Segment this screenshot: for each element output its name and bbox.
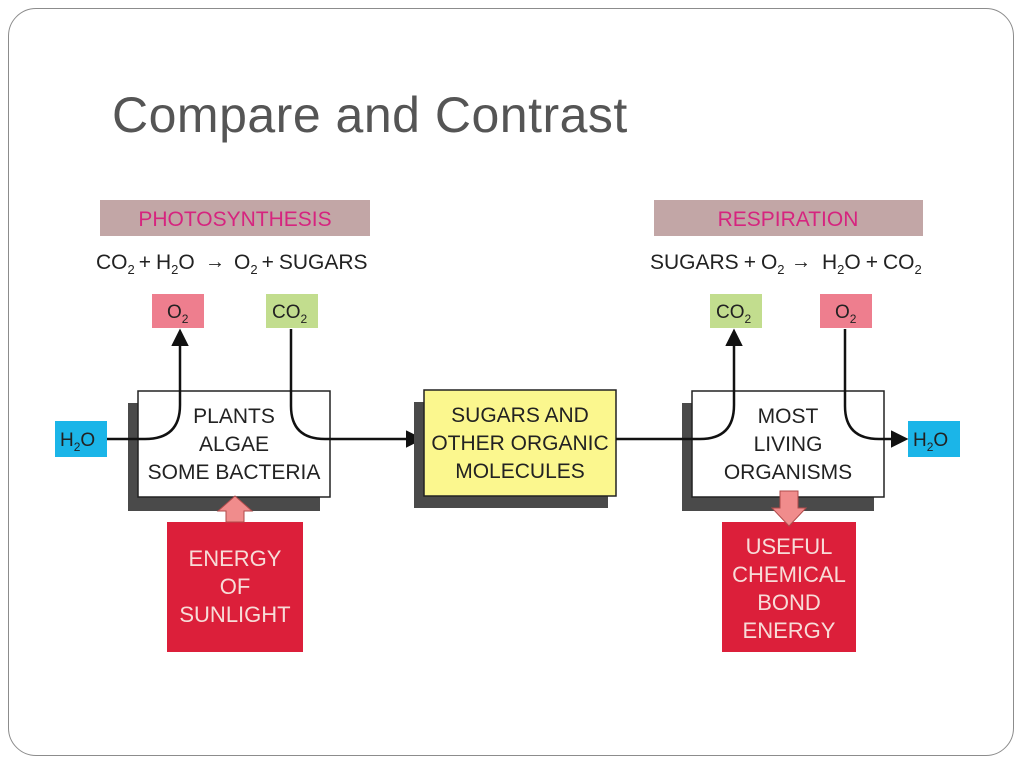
photo-co2-box	[266, 294, 318, 328]
plants-box	[137, 390, 331, 498]
respiration-header: RESPIRATION	[718, 208, 859, 231]
plants-label: PLANTS ALGAE SOME BACTERIA	[148, 405, 321, 484]
svg-text:SUGARS AND: SUGARS AND	[451, 404, 589, 427]
photosynthesis-header: PHOTOSYNTHESIS	[138, 208, 331, 231]
svg-text:MOST: MOST	[758, 405, 819, 428]
sunlight-energy-box	[167, 522, 303, 652]
resp-h2o-box	[908, 421, 960, 457]
svg-text:SUNLIGHT: SUNLIGHT	[179, 602, 290, 627]
svg-text:SUGARS+O2: SUGARS+O2	[650, 251, 785, 277]
svg-text:OF: OF	[220, 574, 251, 599]
svg-text:PLANTS: PLANTS	[193, 405, 275, 428]
svg-text:OTHER ORGANIC: OTHER ORGANIC	[431, 432, 608, 455]
sunlight-up-arrow	[216, 495, 254, 523]
resp-co2-label: CO2	[716, 302, 752, 326]
resp-h2o-label: H2O	[913, 430, 948, 454]
resp-co2-box	[710, 294, 762, 328]
svg-text:→: →	[791, 251, 811, 273]
bond-energy-box	[722, 522, 856, 652]
photo-h2o-box	[55, 421, 107, 457]
respiration-equation: SUGARS+O2 → H2O+CO2	[650, 251, 922, 277]
h2o-to-plants-arrow	[107, 328, 189, 441]
photo-o2-label: O2	[167, 302, 189, 326]
middle-label: SUGARS AND OTHER ORGANIC MOLECULES	[431, 404, 608, 483]
organisms-label: MOST LIVING ORGANISMS	[724, 405, 852, 484]
svg-text:H2O+CO2: H2O+CO2	[822, 251, 922, 277]
svg-text:BOND: BOND	[757, 590, 821, 615]
middle-box	[423, 389, 617, 497]
respiration-header-box	[654, 200, 923, 236]
photo-co2-label: CO2	[272, 302, 308, 326]
svg-text:MOLECULES: MOLECULES	[455, 460, 585, 483]
svg-text:LIVING: LIVING	[754, 433, 823, 456]
slide-frame	[8, 8, 1014, 756]
co2-to-middle-arrow	[289, 329, 424, 448]
svg-text:CHEMICAL: CHEMICAL	[732, 562, 846, 587]
slide-title: Compare and Contrast	[112, 87, 628, 143]
photosynthesis-header-box	[100, 200, 370, 236]
photosynthesis-equation: CO2+H2O → O2+SUGARS	[96, 251, 368, 277]
bond-energy-label: USEFUL CHEMICAL BOND ENERGY	[732, 534, 846, 643]
photo-o2-box	[152, 294, 204, 328]
bond-energy-down-arrow	[770, 490, 808, 527]
photo-h2o-label: H2O	[60, 430, 95, 454]
organisms-box	[691, 390, 885, 498]
o2-to-h2o-arrow	[843, 329, 909, 448]
svg-text:SOME BACTERIA: SOME BACTERIA	[148, 461, 321, 484]
svg-text:USEFUL: USEFUL	[746, 534, 833, 559]
svg-text:→: →	[205, 251, 225, 273]
svg-text:CO2+H2O: CO2+H2O	[96, 251, 195, 277]
svg-text:ENERGY: ENERGY	[189, 546, 282, 571]
sunlight-energy-label: ENERGY OF SUNLIGHT	[179, 546, 290, 627]
middle-to-co2-arrow	[616, 328, 743, 441]
svg-text:ENERGY: ENERGY	[743, 618, 836, 643]
resp-o2-box	[820, 294, 872, 328]
resp-o2-label: O2	[835, 302, 857, 326]
svg-text:ALGAE: ALGAE	[199, 433, 269, 456]
svg-text:ORGANISMS: ORGANISMS	[724, 461, 852, 484]
svg-text:O2+SUGARS: O2+SUGARS	[234, 251, 368, 277]
